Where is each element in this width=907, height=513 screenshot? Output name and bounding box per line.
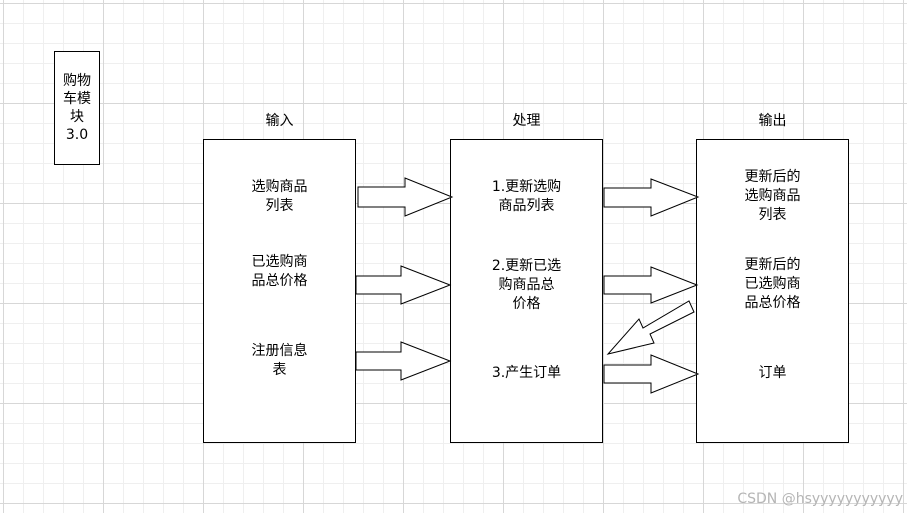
arrow-input-to-process-3 [355,341,452,381]
input-box [203,139,356,443]
arrow-output-to-process-feedback [606,300,695,355]
module-title-box: 购物 车模 块 3.0 [54,51,100,165]
arrow-input-to-process-2 [355,265,452,305]
input-header: 输入 [265,113,294,129]
input-item-1: 选购商品 列表 [251,179,308,214]
output-box [696,139,849,443]
process-box [450,139,603,443]
output-item-1: 更新后的 选购商品 列表 [744,169,801,223]
output-header: 输出 [758,113,787,129]
output-item-2: 更新后的 已选购商 品总价格 [744,257,801,311]
input-item-3: 注册信息 表 [251,343,308,378]
process-header: 处理 [512,113,541,129]
arrow-process-to-output-2 [603,266,699,304]
arrow-process-to-output-3 [603,354,700,394]
process-item-3: 3.产生订单 [491,365,562,381]
arrow-input-to-process-1 [357,177,454,217]
process-item-2: 2.更新已选 购商品总 价格 [491,258,562,312]
watermark: CSDN @hsyyyyyyyyyyy [737,491,903,507]
output-item-3: 订单 [758,365,787,381]
arrow-process-to-output-1 [603,178,700,217]
process-item-1: 1.更新选购 商品列表 [491,179,562,214]
input-item-2: 已选购商 品总价格 [251,254,308,289]
module-title: 购物 车模 块 3.0 [63,73,91,143]
